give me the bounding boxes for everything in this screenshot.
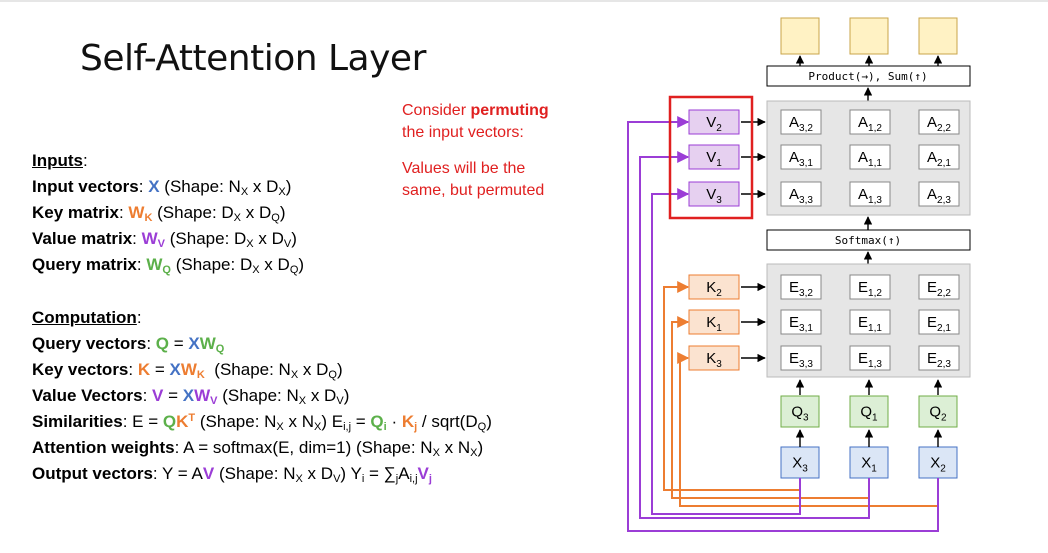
product-sum-box: [766, 65, 971, 87]
similarity-cell: [849, 274, 891, 300]
attention-cell-label: A3,2: [789, 114, 813, 134]
similarity-grid: E3,2 E1,2 E2,2E3,1 E1,1 E2,1E3,3 E1,3 E2,3: [780, 274, 960, 371]
softmax-box: [766, 229, 971, 251]
input-box: [780, 446, 820, 479]
attention-cell-label: A1,3: [858, 186, 882, 206]
key-box-label: K3: [706, 350, 722, 370]
query-box: [849, 395, 889, 428]
slide-title: Self-Attention Layer: [80, 38, 426, 79]
key-box: [688, 274, 740, 300]
value-vectors-line: Value Vectors: V = XWV (Shape: NX x DV): [32, 386, 350, 407]
key-box: [688, 309, 740, 335]
value-box: [688, 109, 740, 135]
attention-cell-label: A3,1: [789, 149, 813, 169]
query-row: Q3 Q1 Q2: [780, 395, 958, 428]
attention-cell: [780, 181, 822, 207]
output-box: [918, 17, 958, 55]
input-box: [849, 446, 889, 479]
attention-cell-label: A3,3: [789, 186, 813, 206]
similarity-cell: [918, 274, 960, 300]
similarities-line: Similarities: E = QKT (Shape: NX x NX) E…: [32, 412, 492, 433]
input-box-label: X2: [930, 455, 946, 475]
output-box: [849, 17, 889, 55]
similarity-cell-label: E1,3: [858, 350, 882, 370]
similarity-cell-label: E3,1: [789, 314, 813, 334]
output-vectors-line: Output vectors: Y = AV (Shape: NX x DV) …: [32, 464, 432, 485]
query-matrix-line: Query matrix: WQ (Shape: DX x DQ): [32, 255, 305, 276]
value-box-label: V1: [706, 149, 722, 169]
similarity-cell: [780, 309, 822, 335]
value-box: [688, 181, 740, 207]
inputs-section: Inputs: Input vectors: X (Shape: NX x DX…: [32, 151, 305, 276]
top-divider: [0, 0, 1048, 2]
similarity-cell-label: E2,2: [927, 279, 951, 299]
input-box-label: X3: [792, 455, 808, 475]
similarity-cell: [780, 345, 822, 371]
similarity-cell: [849, 345, 891, 371]
row-arrows: [741, 117, 943, 447]
query-box: [918, 395, 958, 428]
attention-cell: [918, 144, 960, 170]
query-box: [780, 395, 820, 428]
attention-cell-label: A1,1: [858, 149, 882, 169]
similarity-cell: [918, 309, 960, 335]
query-box-label: Q1: [860, 404, 878, 424]
product-sum-label: Product(→), Sum(↑): [808, 70, 927, 83]
key-matrix-line: Key matrix: WK (Shape: DX x DQ): [32, 203, 286, 224]
similarity-cell-label: E1,2: [858, 279, 882, 299]
value-box-label: V3: [706, 186, 722, 206]
attention-cell: [918, 181, 960, 207]
attention-cell-label: A2,1: [927, 149, 951, 169]
permute-note: Consider permuting the input vectors: Va…: [402, 102, 549, 199]
inputs-heading: Inputs: [32, 151, 83, 170]
key-box-label: K2: [706, 279, 722, 299]
query-box-label: Q2: [929, 404, 947, 424]
attention-weights-line: Attention weights: A = softmax(E, dim=1)…: [32, 438, 484, 459]
value-box-label: V2: [706, 114, 722, 134]
value-box: [688, 144, 740, 170]
similarity-cell-label: E2,3: [927, 350, 951, 370]
attention-cell: [780, 144, 822, 170]
similarity-cell: [849, 309, 891, 335]
value-matrix-line: Value matrix: WV (Shape: DX x DV): [32, 229, 297, 250]
attention-cell: [918, 109, 960, 135]
value-routing-lines: [627, 116, 939, 532]
attention-cell-label: A1,2: [858, 114, 882, 134]
attention-cell: [780, 109, 822, 135]
softmax-label: Softmax(↑): [835, 234, 901, 247]
query-vectors-line: Query vectors: Q = XWQ: [32, 334, 225, 355]
output-box: [780, 17, 820, 55]
attention-cell: [849, 109, 891, 135]
similarity-cell: [918, 345, 960, 371]
input-row: X3 X1 X2: [780, 446, 958, 479]
attention-cell: [849, 181, 891, 207]
similarity-cell-label: E1,1: [858, 314, 882, 334]
output-boxes: [780, 17, 958, 55]
value-highlight-box: [668, 95, 754, 220]
key-box-label: K1: [706, 314, 722, 334]
input-vectors-line: Input vectors: X (Shape: NX x DX): [32, 177, 292, 198]
similarity-cell-label: E3,3: [789, 350, 813, 370]
similarity-cell: [780, 274, 822, 300]
similarity-cell-label: E2,1: [927, 314, 951, 334]
key-vectors-line: Key vectors: K = XWK (Shape: NX x DQ): [32, 360, 343, 381]
attention-cell: [849, 144, 891, 170]
attention-cell-label: A2,2: [927, 114, 951, 134]
input-box: [918, 446, 958, 479]
input-box-label: X1: [861, 455, 877, 475]
attention-grid: A3,2 A1,2 A2,2A3,1 A1,1 A2,1A3,3 A1,3 A2,3: [780, 109, 960, 207]
computation-heading: Computation: [32, 308, 137, 327]
query-box-label: Q3: [791, 404, 809, 424]
similarity-cell-label: E3,2: [789, 279, 813, 299]
computation-section: Computation: Query vectors: Q = XWQ Key …: [32, 308, 492, 485]
attention-cell-label: A2,3: [927, 186, 951, 206]
output-arrows: [795, 55, 943, 66]
